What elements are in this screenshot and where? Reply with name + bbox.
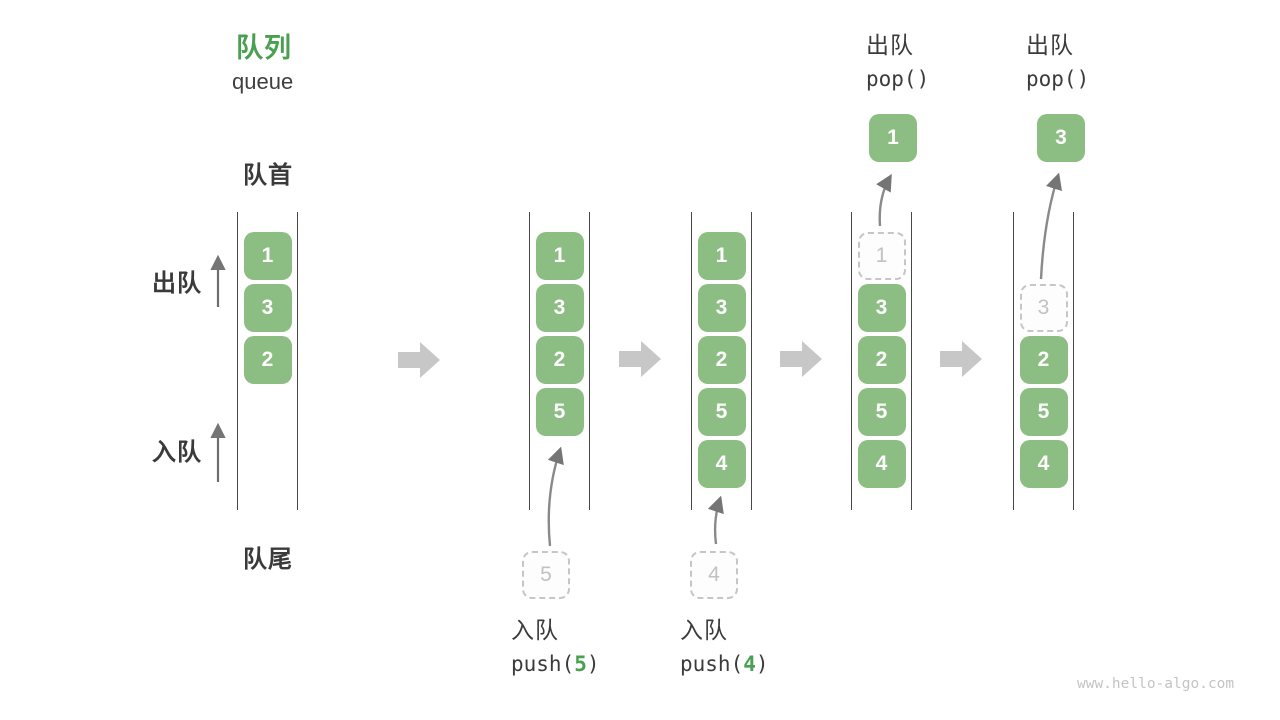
queue-item: 5 <box>857 388 906 436</box>
queue-item: 1 <box>535 232 584 280</box>
queue-item: 3 <box>857 284 906 332</box>
queue-state-4: 1 3 2 5 4 <box>851 212 912 510</box>
operation-name: 出队 <box>1026 32 1074 58</box>
enqueue-operation-label: 入队 push(4) <box>680 613 769 681</box>
queue-item: 2 <box>1019 336 1068 384</box>
dequeue-operation-label: 出队 pop() <box>866 28 929 96</box>
enqueue-side-label: 入队 <box>152 439 202 466</box>
right-arrow-icon <box>940 341 982 377</box>
queue-item: 2 <box>535 336 584 384</box>
right-arrow-icon <box>780 341 822 377</box>
watermark: www.hello-algo.com <box>1077 676 1235 692</box>
operation-code: pop() <box>1026 67 1090 91</box>
queue-item: 2 <box>697 336 746 384</box>
operation-name: 入队 <box>511 617 559 643</box>
queue-rear-label: 队尾 <box>243 546 293 573</box>
incoming-item-ghost: 5 <box>522 551 570 599</box>
queue-item: 4 <box>857 440 906 488</box>
popped-item-ghost: 1 <box>857 232 906 280</box>
code-text: push( <box>680 652 744 676</box>
popped-item: 1 <box>869 114 917 162</box>
code-text: ) <box>755 652 769 676</box>
incoming-item-ghost: 4 <box>690 551 738 599</box>
enqueue-operation-label: 入队 push(5) <box>511 613 600 681</box>
operation-code: push(5) <box>511 647 600 681</box>
queue-item: 2 <box>857 336 906 384</box>
queue-item: 4 <box>697 440 746 488</box>
right-arrow-icon <box>619 341 661 377</box>
queue-item: 3 <box>535 284 584 332</box>
dequeue-side-label: 出队 <box>152 270 202 297</box>
code-argument: 5 <box>574 652 587 676</box>
queue-item: 5 <box>535 388 584 436</box>
diagram-title-en: queue <box>232 69 294 94</box>
queue-item: 1 <box>243 232 292 280</box>
operation-code: push(4) <box>680 647 769 681</box>
code-text: ) <box>586 652 600 676</box>
queue-state-5: 3 2 5 4 <box>1013 212 1074 510</box>
operation-name: 入队 <box>680 617 728 643</box>
code-text: push( <box>511 652 575 676</box>
queue-front-label: 队首 <box>243 162 293 189</box>
queue-item: 5 <box>1019 388 1068 436</box>
queue-item: 4 <box>1019 440 1068 488</box>
queue-state-3: 1 3 2 5 4 <box>691 212 752 510</box>
operation-name: 出队 <box>866 32 914 58</box>
right-arrow-icon <box>398 342 440 378</box>
popped-item: 3 <box>1037 114 1085 162</box>
queue-item: 2 <box>243 336 292 384</box>
code-argument: 4 <box>743 652 756 676</box>
queue-item: 3 <box>697 284 746 332</box>
queue-state-2: 1 3 2 5 <box>529 212 590 510</box>
queue-item: 1 <box>697 232 746 280</box>
operation-code: pop() <box>866 67 930 91</box>
dequeue-operation-label: 出队 pop() <box>1026 28 1089 96</box>
queue-item: 3 <box>243 284 292 332</box>
popped-item-ghost: 3 <box>1019 284 1068 332</box>
queue-state-1: 1 3 2 <box>237 212 298 510</box>
queue-item: 5 <box>697 388 746 436</box>
diagram-title-zh: 队列 <box>236 33 292 63</box>
